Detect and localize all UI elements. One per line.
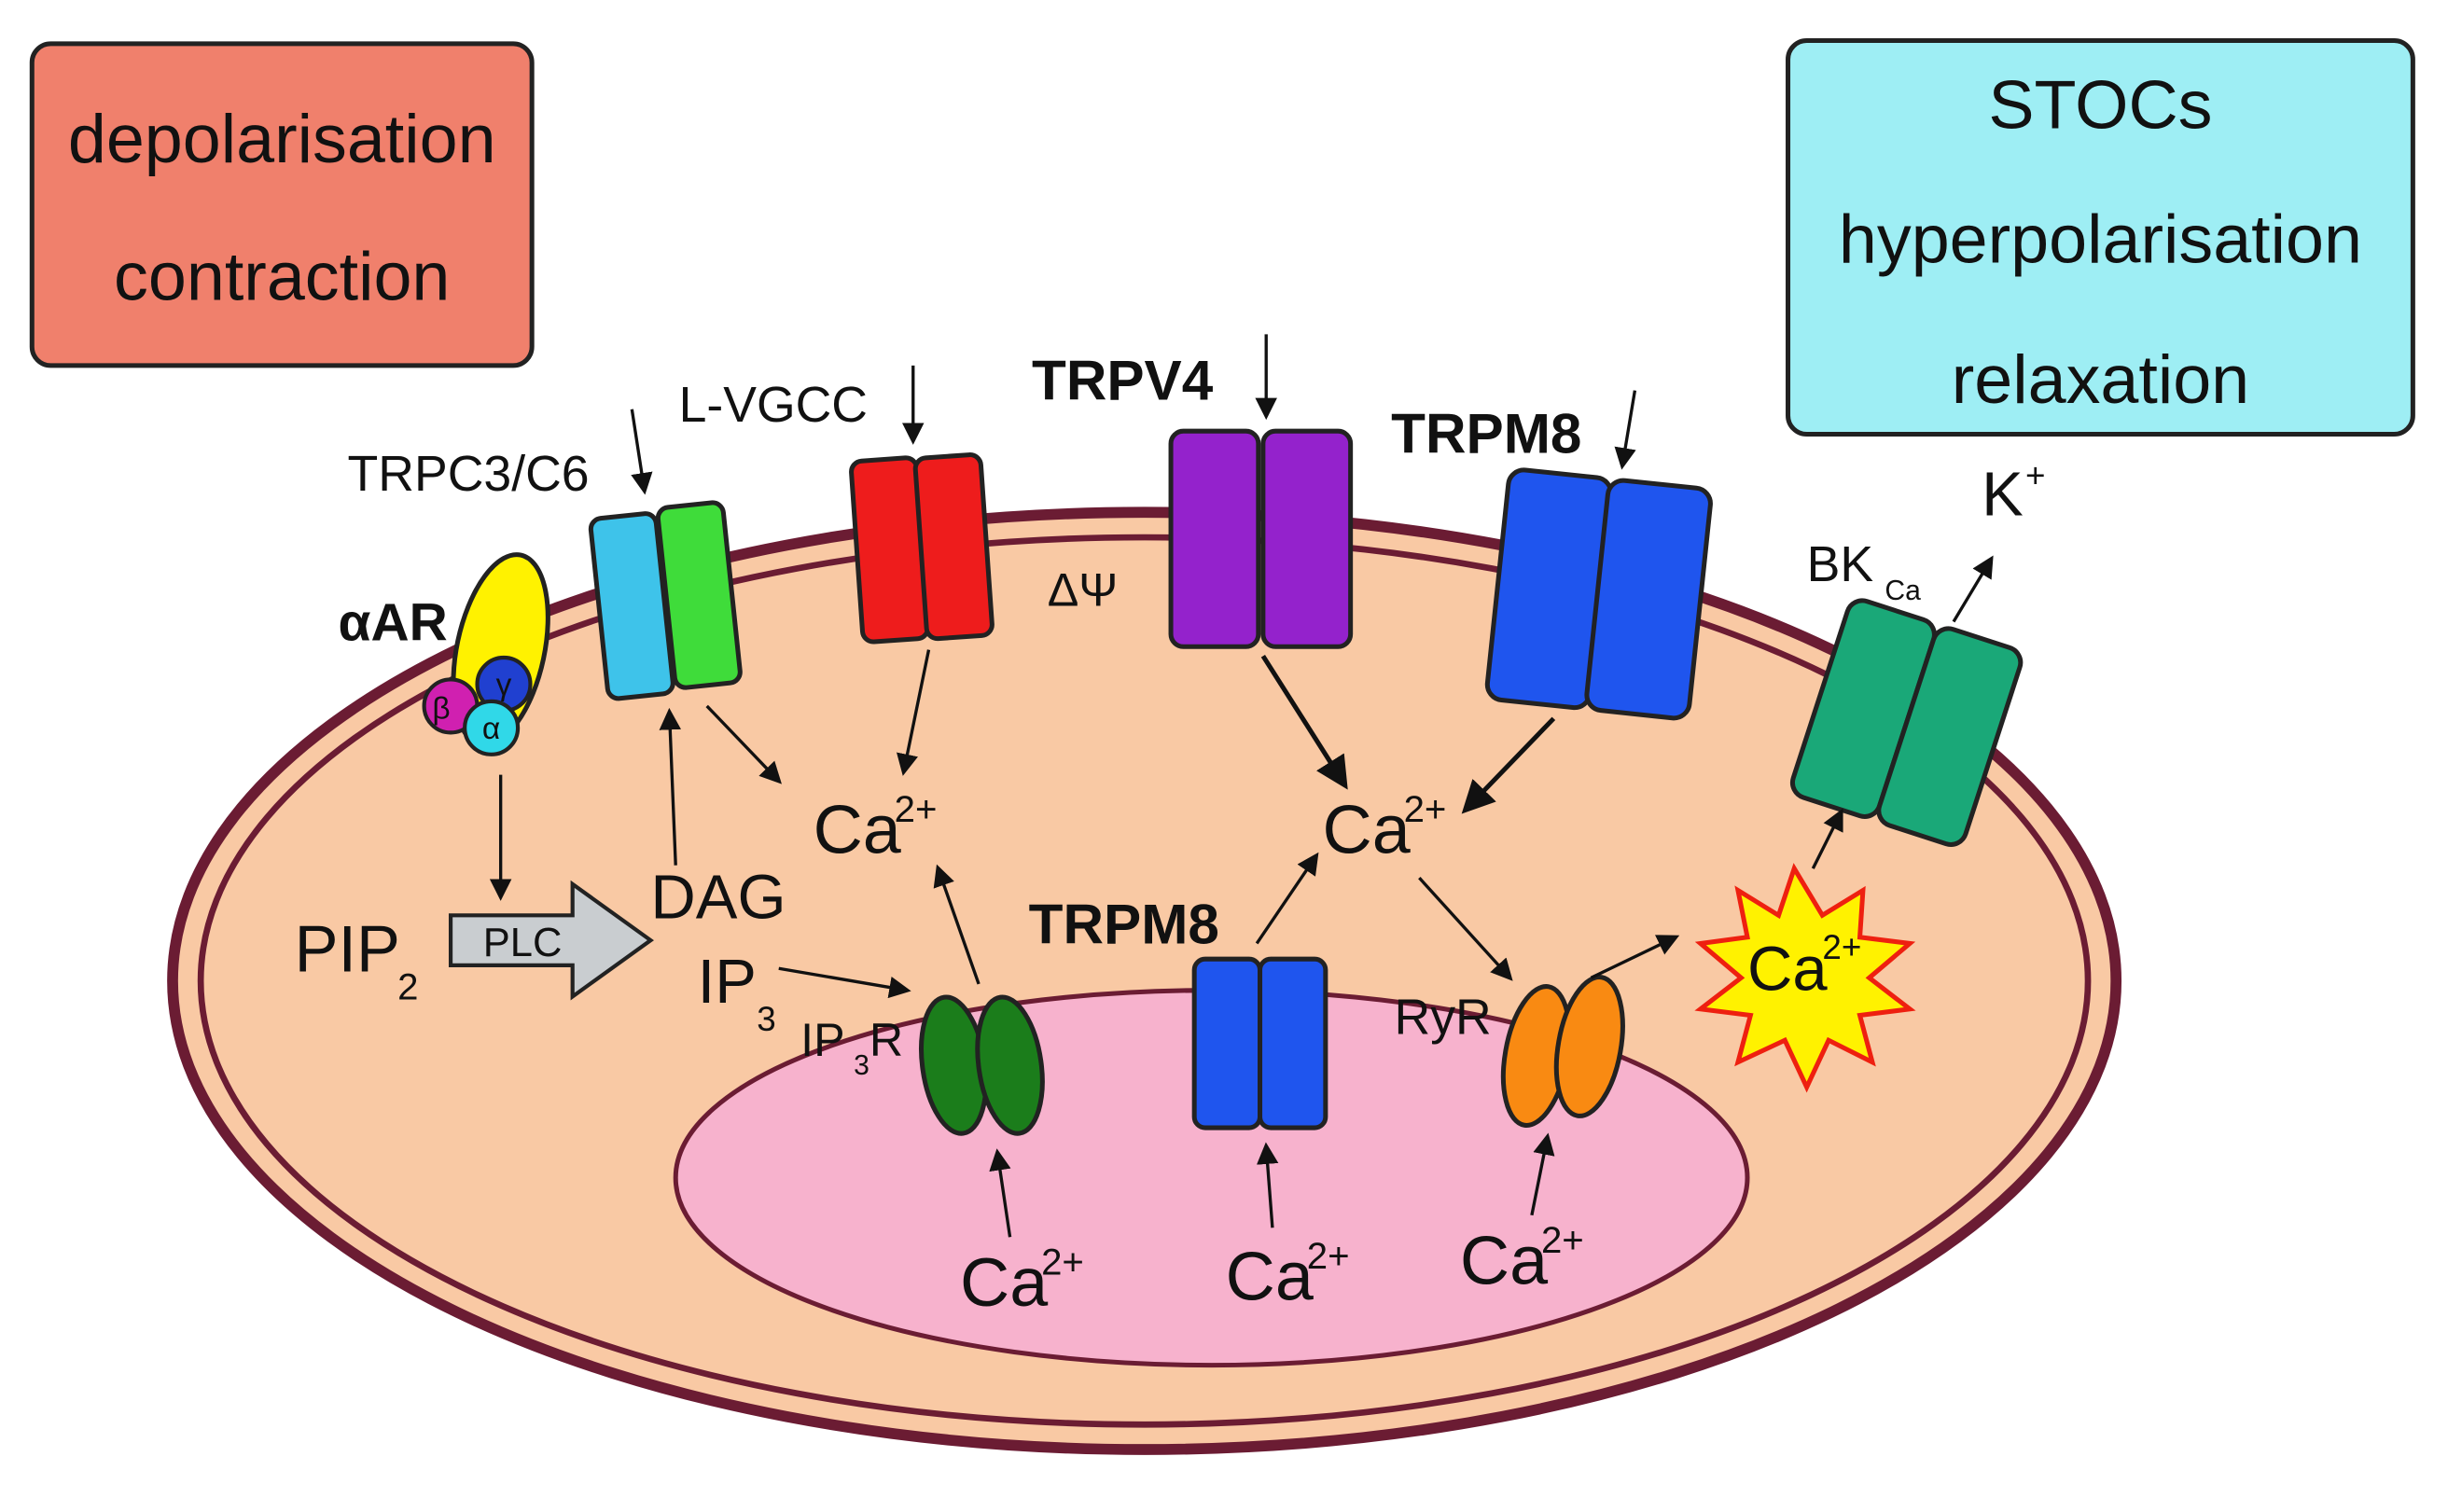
pip2-subscript: 2 — [397, 966, 418, 1008]
depolarisation-box: depolarisation contraction — [29, 41, 535, 368]
arrow-calcium-to-ryr — [1418, 876, 1513, 981]
arrow-sr-calcium-ryr — [1530, 1132, 1555, 1216]
calcium-superscript: 2+ — [895, 788, 938, 830]
arrow-dag-to-trpc — [659, 707, 681, 866]
calcium-label: Ca — [1226, 1237, 1314, 1314]
g-beta-label: β — [432, 691, 450, 726]
box-left-line1: depolarisation — [68, 100, 496, 177]
dag-label: DAG — [650, 863, 786, 933]
box-right-line3: relaxation — [1952, 340, 2249, 418]
g-alpha-subunit — [463, 699, 521, 756]
arrow-sr-calcium-ip3r — [989, 1148, 1012, 1238]
calcium-label: Ca — [1460, 1222, 1548, 1299]
calcium-cytosol-right: Ca 2+ — [1322, 788, 1446, 867]
calcium-sr-ip3r: Ca 2+ — [960, 1241, 1084, 1320]
calcium-spark-label: Ca 2+ — [1747, 928, 1861, 1004]
trpm8-sr-label: TRPM8 — [1029, 892, 1219, 955]
pathway-arrows — [489, 334, 1994, 1238]
calcium-spark — [1694, 863, 1916, 1093]
arrow-ip3r-to-calcium — [933, 864, 981, 985]
membrane-potential-label: ΔΨ — [1048, 564, 1119, 617]
trpv4-label: TRPV4 — [1032, 349, 1214, 412]
arrow-sr-calcium-trpm8 — [1256, 1142, 1279, 1228]
trpm8-plasma-channel — [1484, 467, 1713, 721]
calcium-superscript: 2+ — [1822, 928, 1861, 966]
pip2-label: PIP — [295, 912, 400, 986]
box-right-line1: STOCs — [1988, 65, 2212, 143]
arrow-trpc-to-calcium — [705, 704, 782, 784]
ip3r-subscript: 3 — [854, 1050, 869, 1081]
calcium-sr-trpm8: Ca 2+ — [1226, 1235, 1350, 1314]
bkca-label: BK — [1807, 536, 1874, 592]
plc-label: PLC — [483, 921, 563, 965]
arrow-trpc-stimulus — [630, 409, 653, 495]
potassium-label: K — [1982, 460, 2024, 530]
arrow-trpv4-to-calcium — [1260, 654, 1348, 790]
calcium-label: Ca — [1747, 935, 1828, 1005]
arrow-spark-to-bkca — [1811, 808, 1843, 869]
trpv4-channel — [1168, 428, 1354, 649]
ip3-label: IP — [698, 947, 757, 1017]
alpha-ar-label: αAR — [339, 593, 448, 653]
arrow-ryr-to-spark — [1590, 935, 1680, 979]
l-vgcc-label: L-VGCC — [679, 377, 868, 433]
cell-membrane-inner — [197, 534, 2092, 1428]
trpc3-c6-label: TRPC3/C6 — [348, 446, 590, 502]
calcium-superscript: 2+ — [1307, 1235, 1350, 1277]
arrow-trpm8-stimulus — [1614, 390, 1637, 470]
calcium-cytosol-left: Ca 2+ — [814, 788, 938, 867]
ip3r-label: IP — [800, 1014, 844, 1066]
ip3-receptor-channel — [919, 994, 1045, 1136]
bkca-channel — [1789, 598, 2024, 847]
bkca-subscript: Ca — [1885, 576, 1921, 606]
arrow-bkca-to-potassium — [1952, 555, 1994, 623]
arrow-trpm8-to-calcium — [1461, 716, 1556, 814]
potassium-superscript: + — [2025, 456, 2046, 494]
arrow-trpm8sr-to-calcium — [1255, 852, 1319, 945]
calcium-label: Ca — [814, 790, 901, 867]
trpm8-sr-channel — [1191, 956, 1328, 1131]
arrow-ip3-to-ip3r — [778, 966, 911, 999]
g-alpha-label: α — [482, 712, 500, 746]
ryr-label: RyR — [1395, 990, 1492, 1046]
l-vgcc-channel — [849, 452, 994, 645]
trpm8-plasma-label: TRPM8 — [1391, 402, 1581, 465]
calcium-label: Ca — [1322, 790, 1410, 867]
ip3-subscript: 3 — [757, 1000, 775, 1038]
g-gamma-label: γ — [496, 668, 512, 702]
trpc3-c6-channel — [588, 500, 743, 701]
ryanodine-receptor-channel — [1500, 975, 1625, 1128]
relaxation-box: STOCs hyperpolarisation relaxation — [1786, 38, 2415, 437]
box-right-line2: hyperpolarisation — [1839, 200, 2362, 277]
calcium-sr-ryr: Ca 2+ — [1460, 1219, 1584, 1298]
calcium-superscript: 2+ — [1404, 788, 1447, 830]
alpha-adrenergic-receptor: β γ α — [422, 552, 550, 756]
plc-arrow: PLC — [448, 880, 655, 1001]
calcium-superscript: 2+ — [1041, 1241, 1084, 1283]
box-left-line2: contraction — [114, 238, 450, 315]
calcium-label: Ca — [960, 1243, 1048, 1321]
arrow-lvgcc-to-calcium — [896, 649, 931, 776]
calcium-superscript: 2+ — [1541, 1219, 1584, 1261]
ip3r-label-suffix: R — [869, 1014, 903, 1066]
